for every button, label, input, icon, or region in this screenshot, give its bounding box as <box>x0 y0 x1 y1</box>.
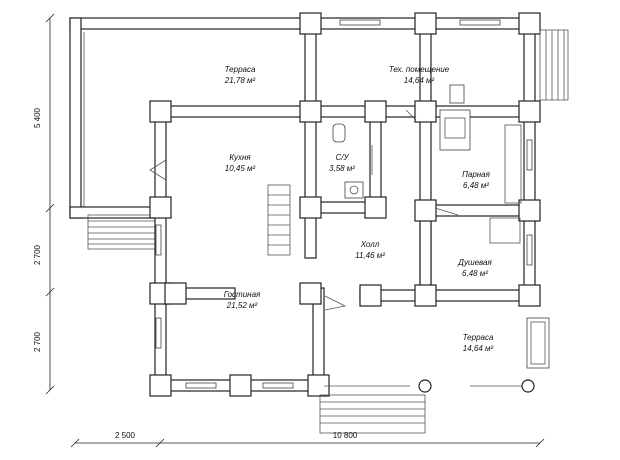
room-area-hall: 11,46 м² <box>355 251 385 260</box>
room-area-terrace-top: 21,78 м² <box>224 76 256 85</box>
terrace-steps-right <box>539 29 569 101</box>
room-area-bathroom: 3,58 м² <box>329 164 355 173</box>
room-area-tech-room: 14,64 м² <box>404 76 435 85</box>
dim-horizontal-1: 2 500 <box>115 431 136 440</box>
terrace-bench <box>526 317 550 369</box>
room-name-shower: Душевая <box>457 258 492 267</box>
doors <box>149 109 459 311</box>
terrace-top-railing <box>69 17 311 219</box>
room-name-hall: Холл <box>360 240 380 249</box>
terrace-bottom-railing <box>324 379 535 393</box>
staircase <box>267 184 291 256</box>
room-area-steam-room: 6,48 м² <box>463 181 489 190</box>
dim-vertical-3: 2 700 <box>33 331 42 352</box>
room-area-shower: 6,48 м² <box>462 269 488 278</box>
room-name-kitchen: Кухня <box>229 153 251 162</box>
sauna-bench <box>504 124 522 204</box>
room-name-terrace-top: Терраса <box>225 65 256 74</box>
room-name-tech-room: Тех. помещение <box>389 65 450 74</box>
room-name-bathroom: С/У <box>335 153 349 162</box>
windows <box>155 19 533 389</box>
room-name-terrace-bottom: Терраса <box>463 333 494 342</box>
room-area-living-room: 21,52 м² <box>226 301 258 310</box>
terrace-steps-left <box>87 214 159 250</box>
room-name-steam-room: Парная <box>462 170 491 179</box>
shower-tray <box>489 217 521 244</box>
dim-horizontal-2: 10 800 <box>333 431 358 440</box>
terrace-steps-bottom <box>319 394 426 434</box>
room-area-kitchen: 10,45 м² <box>225 164 256 173</box>
log-posts <box>149 12 541 397</box>
room-name-living-room: Гостиная <box>224 290 261 299</box>
dimension-lines <box>45 13 545 448</box>
dim-vertical-1: 5 400 <box>33 107 42 128</box>
room-area-terrace-bottom: 14,64 м² <box>463 344 494 353</box>
dim-vertical-2: 2 700 <box>33 244 42 265</box>
sauna-stove <box>439 84 471 151</box>
bathroom-fixtures <box>332 123 364 199</box>
